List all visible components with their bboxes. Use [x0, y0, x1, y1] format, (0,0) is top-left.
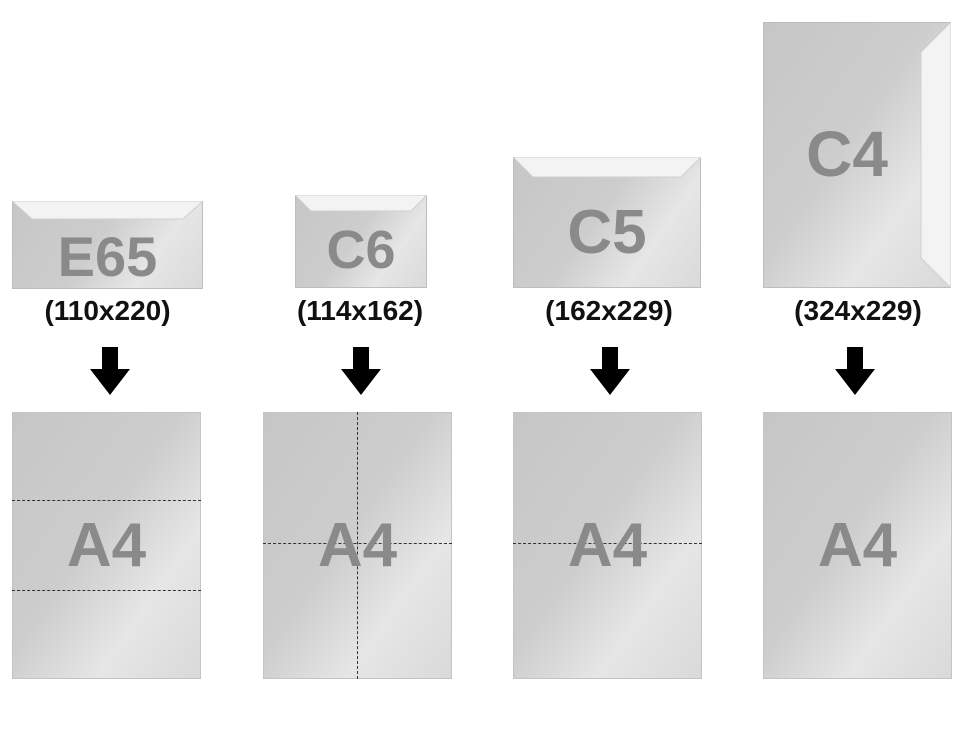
down-arrow-icon [90, 347, 130, 395]
down-arrow-icon [341, 347, 381, 395]
envelope-c6: C6 [295, 195, 427, 288]
envelope-flap [295, 195, 427, 212]
envelope-label: C4 [806, 118, 888, 190]
a4-sheet: A4 [513, 412, 702, 679]
fold-line [357, 412, 358, 679]
envelope-size-label: (324x229) [794, 295, 922, 326]
fold-line [12, 590, 201, 591]
envelope-label: C6 [326, 220, 396, 280]
fold-line [263, 543, 452, 544]
envelope-size-label: (110x220) [44, 295, 171, 326]
envelope-c4: C4 [763, 22, 951, 288]
a4-label: A4 [317, 511, 398, 580]
a4-sheet: A4 [12, 412, 201, 679]
envelope-label: E65 [57, 225, 158, 288]
envelope-flap [920, 22, 951, 288]
envelope-size-label: (162x229) [545, 295, 673, 326]
envelope-e65: E65 [12, 201, 203, 289]
envelope-flap [12, 201, 203, 220]
down-arrow-icon [835, 347, 875, 395]
fold-line [513, 543, 702, 544]
envelope-flap [513, 157, 701, 178]
a4-label: A4 [817, 511, 898, 580]
a4-label: A4 [66, 511, 147, 580]
down-arrow-icon [590, 347, 630, 395]
a4-sheet: A4 [263, 412, 452, 679]
envelope-label: C5 [567, 198, 647, 267]
a4-sheet: A4 [763, 412, 952, 679]
fold-line [12, 500, 201, 501]
envelope-c5: C5 [513, 157, 701, 288]
envelope-size-label: (114x162) [296, 295, 424, 326]
a4-label: A4 [567, 511, 648, 580]
